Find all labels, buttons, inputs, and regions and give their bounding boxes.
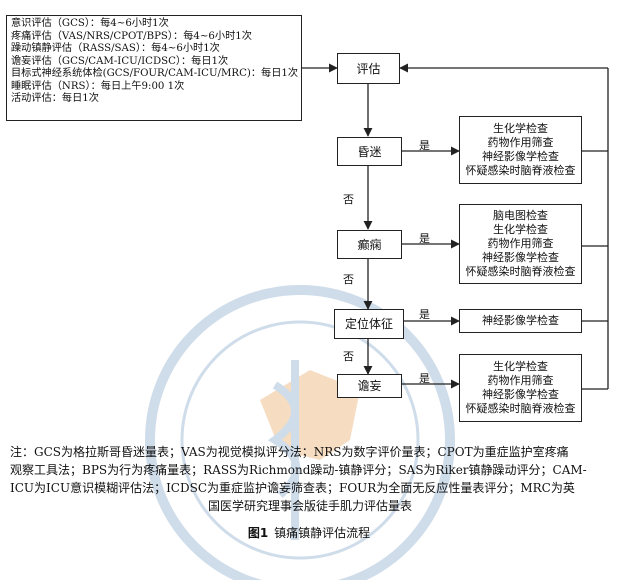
yes-label: 是 bbox=[419, 232, 430, 245]
result-item: 神经影像学检查 bbox=[482, 314, 559, 327]
diagram-stage: 意识评估（GCS）：每4~6小时1次 疼痛评估（VAS/NRS/CPOT/BPS… bbox=[0, 15, 618, 580]
yes-label: 是 bbox=[419, 372, 430, 385]
connector-lines bbox=[302, 63, 609, 390]
schedule-item: 睡眠评估（NRS）：每日上午9:00 1次 bbox=[11, 80, 185, 92]
result-item: 生化学检查 bbox=[493, 360, 548, 373]
yes-label: 是 bbox=[419, 308, 430, 321]
notes-line: 注：GCS为格拉斯哥昏迷量表；VAS为视觉模拟评分法；NRS为数字评价量表；CP… bbox=[10, 445, 569, 459]
no-label: 否 bbox=[343, 273, 354, 286]
schedule-item: 目标式神经系统体检(GCS/FOUR/CAM-ICU/MRC)：每日1次 bbox=[11, 68, 299, 79]
result-item: 怀疑感染时脑脊液检查 bbox=[465, 164, 576, 177]
abbreviation-notes: 注：GCS为格拉斯哥昏迷量表；VAS为视觉模拟评分法；NRS为数字评价量表；CP… bbox=[10, 443, 610, 515]
schedule-item: 意识评估（GCS）：每4~6小时1次 bbox=[11, 18, 169, 29]
assessment-schedule-box: 意识评估（GCS）：每4~6小时1次 疼痛评估（VAS/NRS/CPOT/BPS… bbox=[6, 15, 302, 121]
result-item: 怀疑感染时脑脊液检查 bbox=[465, 265, 576, 278]
node-epilepsy: 癫痫 bbox=[337, 230, 402, 259]
node-localization: 定位体征 bbox=[334, 309, 404, 339]
yes-label: 是 bbox=[419, 139, 430, 152]
result-item: 神经影像学检查 bbox=[482, 150, 559, 163]
no-label: 否 bbox=[343, 193, 354, 206]
result-box-delirium: 生化学检查 药物作用筛查 神经影像学检查 怀疑感染时脑脊液检查 bbox=[459, 354, 582, 422]
notes-line: 国医学研究理事会版徒手肌力评估量表 bbox=[207, 499, 412, 513]
result-box-coma: 生化学检查 药物作用筛查 神经影像学检查 怀疑感染时脑脊液检查 bbox=[459, 116, 582, 184]
result-item: 脑电图检查 bbox=[493, 209, 548, 222]
schedule-item: 谵妄评估（GCS/CAM-ICU/ICDSC）：每日1次 bbox=[11, 55, 229, 67]
result-item: 药物作用筛查 bbox=[487, 136, 554, 149]
node-assess: 评估 bbox=[337, 53, 400, 84]
figure-caption: 图1 镇痛镇静评估流程 bbox=[0, 524, 618, 541]
result-item: 神经影像学检查 bbox=[482, 388, 559, 401]
notes-line: ICU为ICU意识模糊评估法；ICDSC为重症监护谵妄筛查表；FOUR为全面无反… bbox=[10, 481, 575, 495]
result-item: 药物作用筛查 bbox=[487, 374, 554, 387]
notes-line: 观察工具法；BPS为行为疼痛量表；RASS为Richmond躁动-镇静评分；SA… bbox=[10, 463, 587, 477]
schedule-item: 疼痛评估（VAS/NRS/CPOT/BPS）：每4~6小时1次 bbox=[11, 30, 252, 42]
result-item: 神经影像学检查 bbox=[482, 251, 559, 264]
schedule-item: 活动评估：每日1次 bbox=[11, 93, 99, 104]
result-box-localization: 神经影像学检查 bbox=[459, 309, 582, 333]
node-coma: 昏迷 bbox=[337, 137, 402, 166]
figure-title: 镇痛镇静评估流程 bbox=[274, 526, 371, 540]
result-box-epilepsy: 脑电图检查 生化学检查 药物作用筛查 神经影像学检查 怀疑感染时脑脊液检查 bbox=[459, 204, 582, 284]
result-item: 药物作用筛查 bbox=[487, 237, 554, 250]
no-label: 否 bbox=[343, 350, 354, 363]
schedule-item: 躁动镇静评估（RASS/SAS）：每4~6小时1次 bbox=[11, 43, 220, 54]
result-item: 怀疑感染时脑脊液检查 bbox=[465, 402, 576, 415]
result-item: 生化学检查 bbox=[493, 122, 548, 135]
result-item: 生化学检查 bbox=[493, 223, 548, 236]
figure-number: 图1 bbox=[247, 526, 269, 540]
node-delirium: 谵妄 bbox=[337, 374, 402, 398]
